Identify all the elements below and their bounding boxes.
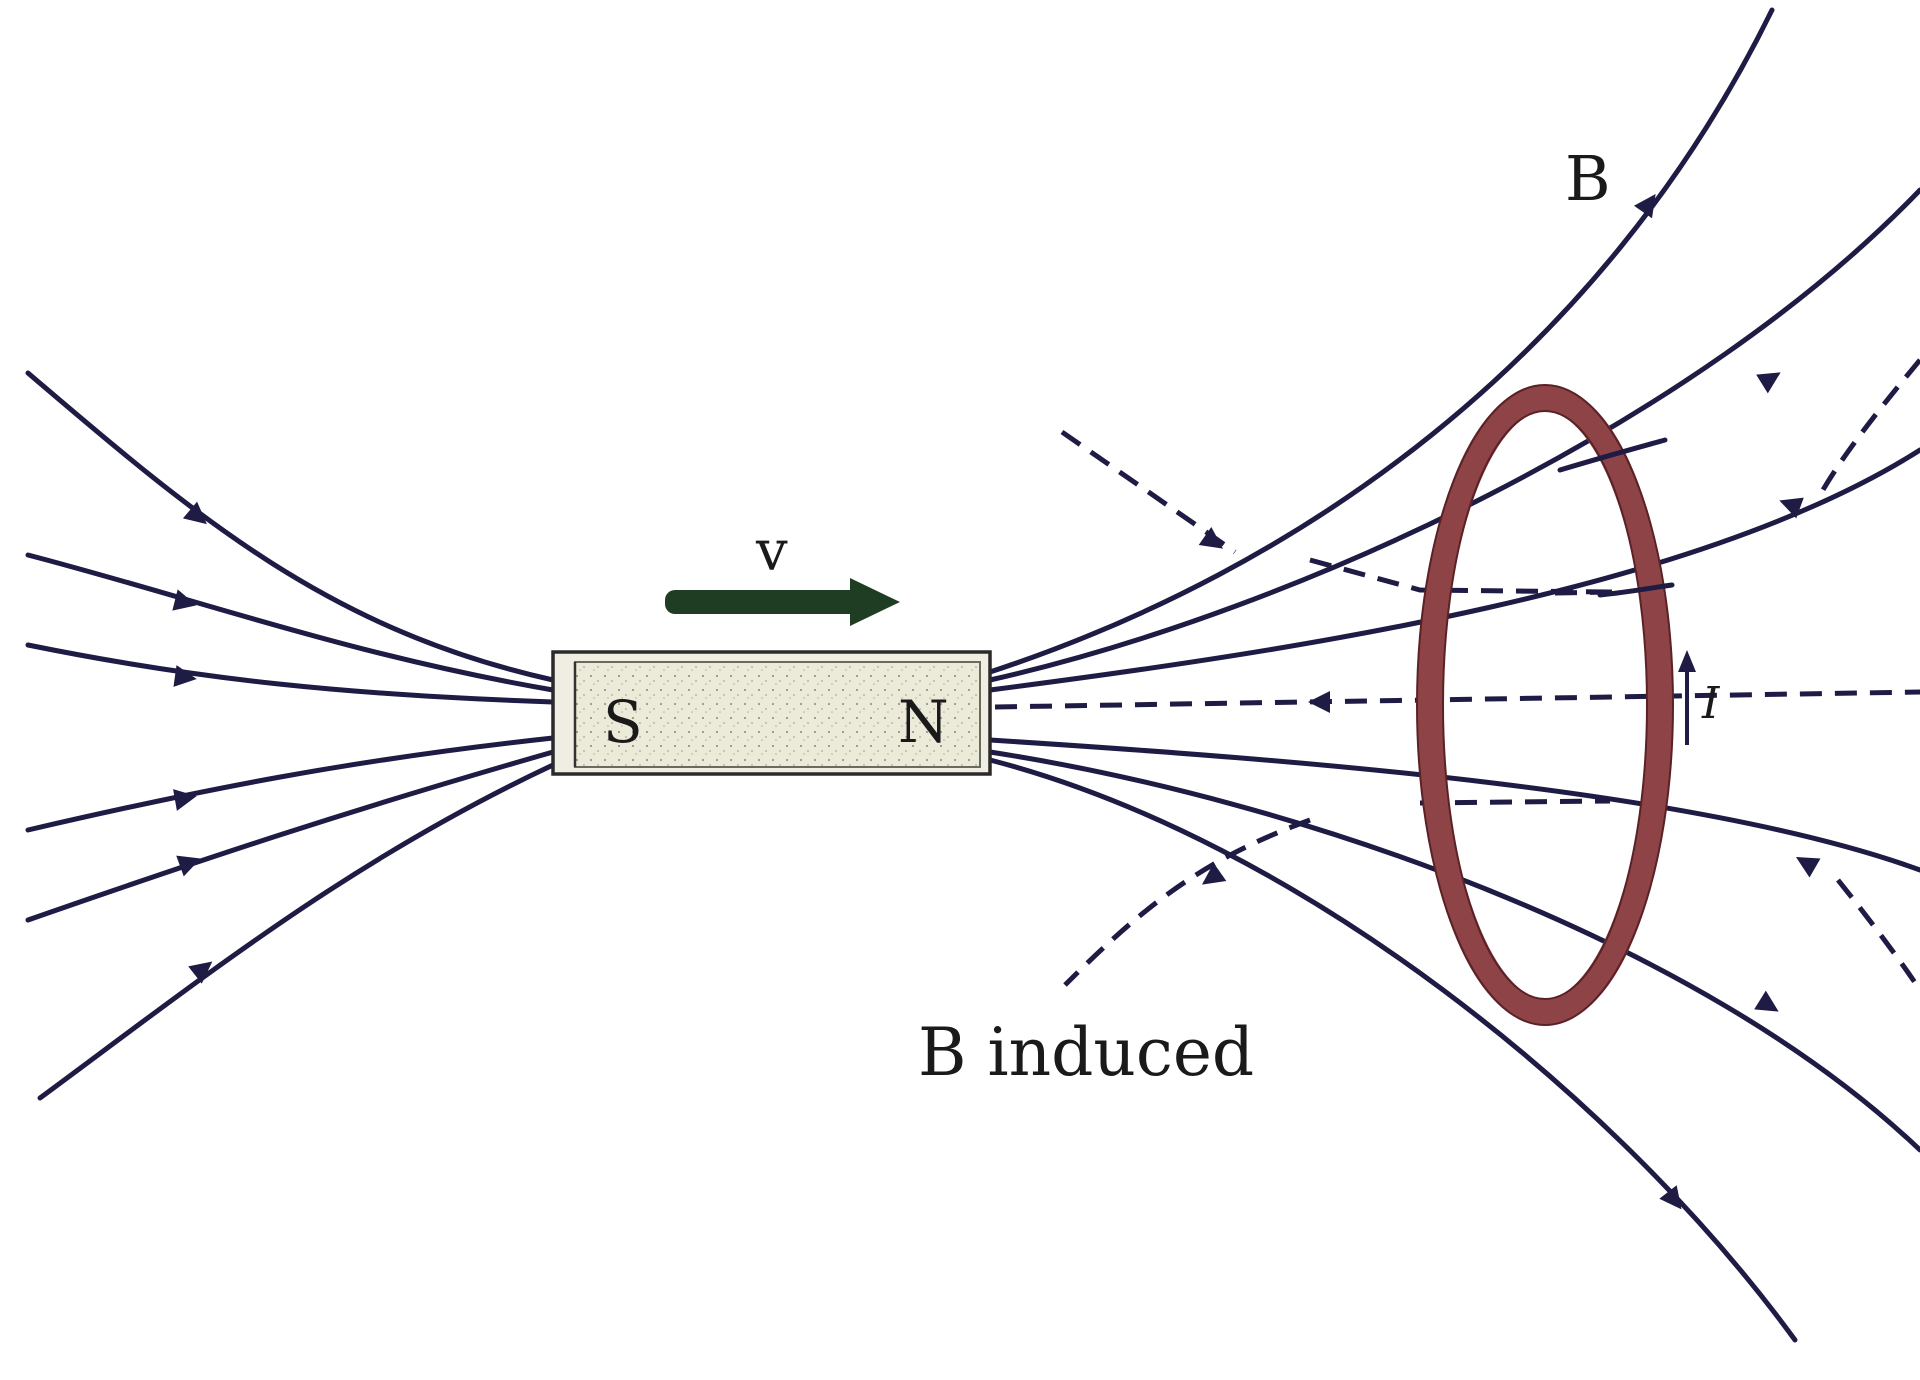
current-indicator: I (1678, 650, 1721, 745)
induced-line-lower-horizontal (1419, 798, 1611, 806)
front-induced-segment (1554, 589, 1616, 596)
arrowhead-right-4 (1795, 857, 1821, 878)
front-field-segments (1554, 437, 1675, 598)
arrowhead-right-6 (1659, 1185, 1682, 1210)
induced-arrowhead-center (1308, 691, 1330, 713)
arrowhead-left-1 (182, 501, 207, 525)
magnet-inner-face (574, 661, 981, 768)
induced-line-right-lower (1836, 878, 1920, 992)
arrowhead-left-6 (188, 961, 213, 984)
field-line-left-3 (25, 642, 556, 705)
field-line-right-4 (987, 737, 1920, 873)
conducting-loop (1416, 384, 1674, 1026)
magnet-north-label: N (898, 688, 949, 756)
induced-field-lines (994, 358, 1920, 992)
velocity-arrow: v (665, 519, 900, 626)
field-line-left-2 (25, 552, 556, 693)
arrowhead-left-3 (173, 665, 197, 687)
field-line-right-5 (987, 749, 1920, 1153)
right-field-lines (987, 7, 1920, 1343)
field-line-right-6 (987, 757, 1798, 1343)
velocity-arrow-head (850, 578, 900, 626)
field-line-right-3 (987, 447, 1920, 693)
left-field-lines (25, 370, 556, 1101)
arrowhead-left-5 (176, 855, 201, 877)
field-line-right-1 (987, 7, 1775, 675)
induced-line-upper-diagonal (1060, 429, 1237, 555)
arrowhead-right-3 (1779, 497, 1804, 519)
arrowhead-right-5 (1754, 990, 1779, 1012)
field-label: B (1565, 142, 1611, 215)
velocity-arrow-shaft (665, 590, 863, 614)
velocity-label: v (755, 519, 788, 584)
current-label: I (1701, 678, 1721, 729)
front-segment-1 (1557, 437, 1668, 473)
loop-ring-outer-edge (1416, 384, 1674, 1026)
induced-field-label: B induced (918, 1014, 1254, 1091)
field-line-left-6 (37, 762, 556, 1101)
induced-arrowhead-lower (1201, 862, 1227, 885)
induced-line-upper-horizontal (1309, 557, 1611, 595)
field-line-right-2 (987, 187, 1920, 683)
induced-line-lower-curve (1063, 817, 1311, 987)
current-arrow-head (1678, 650, 1696, 672)
arrowhead-left-4 (173, 789, 197, 811)
magnet-south-label: S (603, 688, 643, 756)
bar-magnet: S N (551, 650, 992, 776)
induced-line-center (994, 689, 1920, 710)
arrowhead-right-1 (1633, 193, 1656, 219)
loop-ring (1417, 385, 1673, 1025)
field-line-left-5 (25, 749, 556, 923)
field-line-left-4 (25, 735, 556, 833)
induced-arrowhead-upper (1198, 526, 1224, 549)
arrowhead-right-2 (1756, 372, 1781, 394)
arrowhead-left-2 (172, 589, 197, 611)
loop-ring-inner-edge (1442, 410, 1648, 1000)
induced-line-right-upper (1817, 358, 1920, 497)
field-line-left-1 (25, 370, 556, 683)
